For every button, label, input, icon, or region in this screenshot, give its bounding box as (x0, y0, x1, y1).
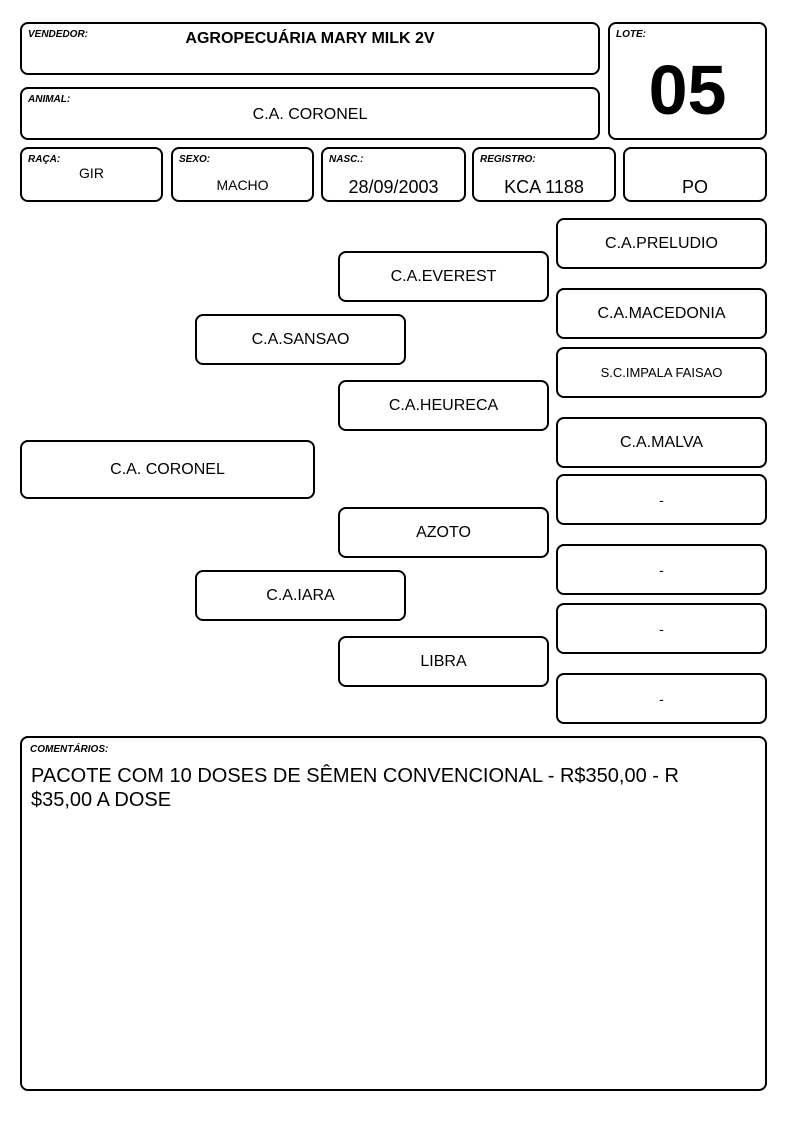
sexo-value: MACHO (216, 177, 269, 193)
pedigree-mae-name: C.A.IARA (266, 586, 335, 604)
pedigree-bisavo-3: S.C.IMPALA FAISAO (556, 347, 767, 398)
lote-number: 05 (648, 51, 727, 129)
pedigree-avo-paterna-name: C.A.HEURECA (388, 396, 499, 414)
animal-value: C.A. CORONEL (252, 106, 368, 123)
pedigree-bisavo-name: S.C.IMPALA FAISAO (600, 365, 723, 380)
pedigree-bisavo-name: C.A.PRELUDIO (605, 234, 718, 252)
sexo-box: SEXO: MACHO (171, 147, 314, 202)
nascimento-value: 28/09/2003 (348, 177, 439, 197)
nascimento-box: NASC.: 28/09/2003 (321, 147, 466, 202)
pedigree-bisavo-name: C.A.MALVA (620, 433, 703, 451)
pedigree-avo-paterna: C.A.HEURECA (338, 380, 549, 431)
pedigree-bisavo-4: C.A.MALVA (556, 417, 767, 468)
pedigree-avo-materna: LIBRA (338, 636, 549, 687)
lote-box: LOTE: 05 (608, 22, 767, 140)
raca-label: RAÇA: (28, 154, 61, 165)
comentarios-texto: PACOTE COM 10 DOSES DE SÊMEN CONVENCIONA… (31, 765, 679, 811)
pedigree-bisavo-8: - (556, 673, 767, 724)
pedigree-avo-materno-name: AZOTO (416, 523, 471, 541)
registro-box: REGISTRO: KCA 1188 (472, 147, 616, 202)
pedigree-bisavo-6: - (556, 544, 767, 595)
vendedor-box: VENDEDOR: AGROPECUÁRIA MARY MILK 2V (20, 22, 600, 75)
sexo-label: SEXO: (179, 154, 211, 165)
pedigree-pai: C.A.SANSAO (195, 314, 406, 365)
pedigree-bisavo-1: C.A.PRELUDIO (556, 218, 767, 269)
animal-label: ANIMAL: (28, 94, 71, 105)
raca-value: GIR (79, 165, 104, 181)
animal-box: ANIMAL: C.A. CORONEL (20, 87, 600, 140)
pedigree-bisavo-5: - (556, 474, 767, 525)
pedigree-avo-materna-name: LIBRA (420, 652, 467, 670)
lote-label: LOTE: (616, 29, 646, 40)
nascimento-label: NASC.: (329, 154, 364, 165)
pedigree-pai-name: C.A.SANSAO (251, 330, 350, 348)
pedigree-avo-paterno-name: C.A.EVEREST (390, 267, 497, 285)
pedigree-avo-paterno: C.A.EVEREST (338, 251, 549, 302)
pedigree-bisavo-name: - (659, 690, 664, 707)
pedigree-mae: C.A.IARA (195, 570, 406, 621)
raca-box: RAÇA: GIR (20, 147, 163, 202)
registro-label: REGISTRO: (480, 154, 536, 165)
vendedor-value: AGROPECUÁRIA MARY MILK 2V (185, 30, 435, 47)
pedigree-bisavo-name: - (659, 561, 664, 578)
pedigree-avo-materno: AZOTO (338, 507, 549, 558)
pedigree-bisavo-2: C.A.MACEDONIA (556, 288, 767, 339)
pedigree-bisavo-name: C.A.MACEDONIA (597, 304, 726, 322)
pedigree-bisavo-name: - (659, 491, 664, 508)
pedigree-bisavo-name: - (659, 620, 664, 637)
pedigree-animal: C.A. CORONEL (20, 440, 315, 499)
categoria-value: PO (681, 177, 708, 197)
categoria-box: PO (623, 147, 767, 202)
vendedor-label: VENDEDOR: (28, 29, 89, 40)
registro-value: KCA 1188 (504, 177, 584, 197)
pedigree-animal-name: C.A. CORONEL (110, 460, 225, 478)
pedigree-bisavo-7: - (556, 603, 767, 654)
comentarios-label: COMENTÁRIOS: (30, 744, 109, 755)
comentarios-box: COMENTÁRIOS: PACOTE COM 10 DOSES DE SÊME… (20, 736, 767, 1091)
